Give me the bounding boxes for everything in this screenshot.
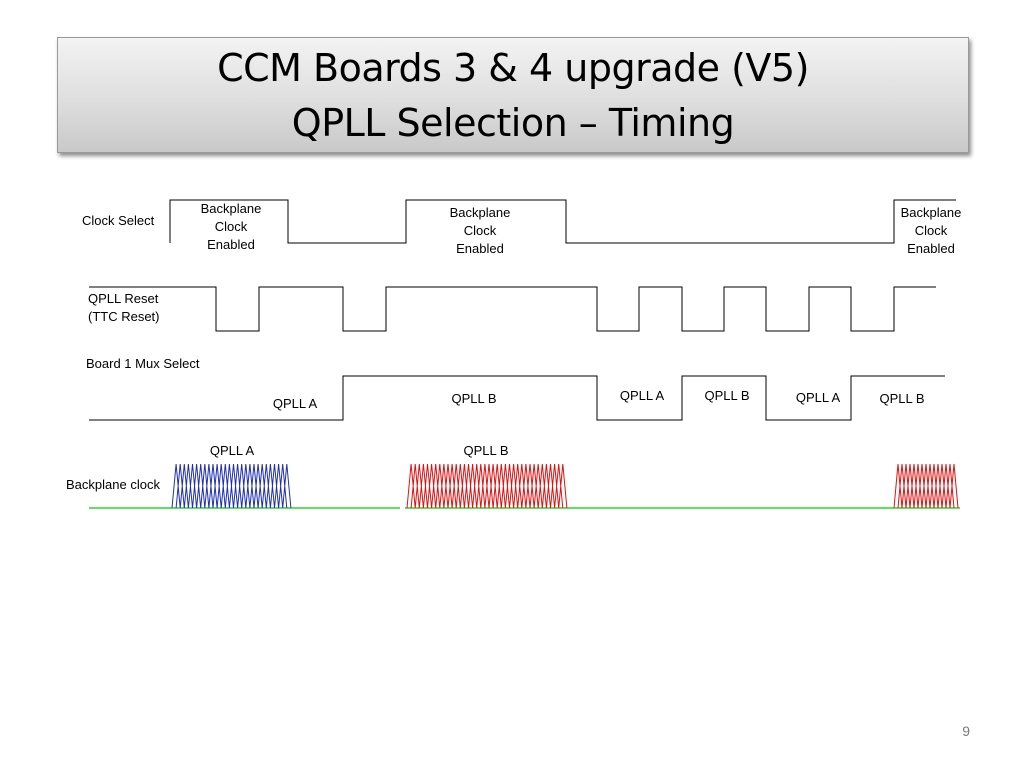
clock-select-signal: Clock Select Backplane Clock Enabled Bac… xyxy=(82,199,962,256)
clock-select-pulse-3-label: Clock xyxy=(915,223,948,238)
mux-segment-label: QPLL B xyxy=(879,391,924,406)
mux-segment-label: QPLL A xyxy=(796,390,841,405)
mux-segment-label: QPLL B xyxy=(451,391,496,406)
mux-select-signal: Board 1 Mux Select QPLL A QPLL B QPLL A … xyxy=(86,356,945,421)
page-number: 9 xyxy=(962,723,970,739)
clock-select-pulse-3-label: Backplane xyxy=(901,205,962,220)
mux-segment-label: QPLL B xyxy=(704,388,749,403)
backplane-clock-signal: Backplane clock QPLL A QPLL B xyxy=(66,443,960,509)
qpll-b-clock-burst xyxy=(406,463,568,509)
qpll-a-clock-burst xyxy=(171,463,292,509)
clock-select-pulse-1-label: Enabled xyxy=(207,237,255,252)
qpll-reset-label: (TTC Reset) xyxy=(88,309,160,324)
clock-select-pulse-2-label: Backplane xyxy=(450,205,511,220)
clock-select-pulse-2-label: Clock xyxy=(464,223,497,238)
clock-select-pulse-1-label: Backplane xyxy=(201,201,262,216)
mux-select-label: Board 1 Mux Select xyxy=(86,356,200,371)
clock-select-pulse-3-label: Enabled xyxy=(907,241,955,256)
clock-select-waveform xyxy=(169,199,956,244)
qpll-b-burst-label: QPLL B xyxy=(463,443,508,458)
qpll-reset-signal: QPLL Reset (TTC Reset) xyxy=(88,286,936,332)
qpll-b-clock-burst xyxy=(893,463,959,509)
qpll-a-burst-label: QPLL A xyxy=(210,443,255,458)
mux-segment-label: QPLL A xyxy=(273,396,318,411)
clock-select-label: Clock Select xyxy=(82,213,155,228)
slide-title-line-1: CCM Boards 3 & 4 upgrade (V5) xyxy=(217,46,809,90)
clock-select-pulse-2-label: Enabled xyxy=(456,241,504,256)
title-box: CCM Boards 3 & 4 upgrade (V5) QPLL Selec… xyxy=(57,37,969,153)
mux-segment-label: QPLL A xyxy=(620,388,665,403)
slide-title-line-2: QPLL Selection – Timing xyxy=(291,101,735,145)
clock-select-pulse-1-label: Clock xyxy=(215,219,248,234)
mux-select-waveform xyxy=(89,375,945,421)
qpll-reset-label: QPLL Reset xyxy=(88,291,159,306)
qpll-reset-waveform xyxy=(89,286,936,332)
backplane-clock-label: Backplane clock xyxy=(66,477,160,492)
